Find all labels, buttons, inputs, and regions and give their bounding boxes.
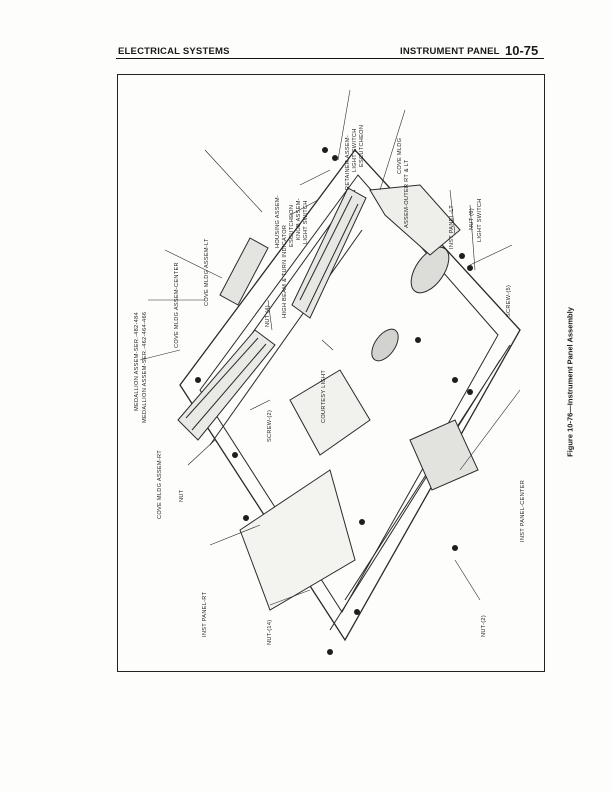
section-title: ELECTRICAL SYSTEMS <box>118 46 230 57</box>
label-light-switch-a: LIGHT SWITCH <box>303 200 309 244</box>
fastener <box>322 147 328 153</box>
radio-opening <box>409 419 479 491</box>
fastener <box>232 452 238 458</box>
cove-molding-center <box>219 237 269 306</box>
label-nut-6: NUT (6) <box>469 208 475 230</box>
figure-caption: Figure 10-76—Instrument Panel Assembly <box>565 307 575 457</box>
cove-molding-lt-detail <box>299 195 359 313</box>
cove-molding-rt <box>177 329 276 441</box>
fastener <box>459 253 465 259</box>
subsection-title: INSTRUMENT PANEL <box>400 46 500 57</box>
label-light-switch-c: LIGHT SWITCH <box>477 198 483 242</box>
label-screw-2: SCREW-(2) <box>267 409 273 442</box>
header-rule <box>116 58 544 59</box>
label-cove-rt: COVE MLDG ASSEM-RT <box>157 449 163 519</box>
label-medallion-1: MEDALLION ASSEM-SER.-482-484 <box>134 312 140 411</box>
label-retainer: RETAINER ASSEM- <box>345 134 351 190</box>
fastener <box>354 609 360 615</box>
clock-housing <box>371 328 399 362</box>
glovebox-opening <box>289 369 371 456</box>
cove-molding-rt-detail <box>185 337 267 431</box>
label-nut: NUT <box>179 489 185 502</box>
inst-panel-rt-bracket <box>239 469 356 611</box>
label-inst-panel-lt: INST PANEL-LT <box>449 205 455 249</box>
fastener <box>467 265 473 271</box>
label-escutcheon-b: ESCUTCHEON <box>359 124 365 167</box>
outer-cove-rt-lt <box>369 184 461 256</box>
fastener <box>195 377 201 383</box>
label-nut-14: NUT-(14) <box>267 619 273 645</box>
label-cove-center: COVE MLDG ASSEM-CENTER <box>174 262 180 348</box>
cove-molding-lt <box>291 187 367 319</box>
fastener <box>452 545 458 551</box>
label-knob: KNOB ASSEM- <box>296 198 302 240</box>
fastener <box>327 649 333 655</box>
label-nut-4a: NUT (4) <box>265 305 271 327</box>
label-cove-lt: COVE MLDG ASSEM-LT <box>204 238 210 306</box>
label-nut-2: NUT-(2) <box>481 615 487 637</box>
fastener <box>467 389 473 395</box>
fastener <box>332 155 338 161</box>
label-screw-5: SCREW-(5) <box>506 284 512 317</box>
label-inst-panel-center: INST PANEL-CENTER <box>520 479 526 542</box>
figure-frame <box>117 74 545 672</box>
label-housing: HOUSING ASSEM- <box>275 195 281 248</box>
label-escutcheon: ESCUTCHEON <box>289 204 295 247</box>
fastener <box>452 377 458 383</box>
label-light-switch-b: LIGHT SWITCH <box>352 128 358 172</box>
label-inst-panel-rt: INST PANEL-RT <box>202 591 208 637</box>
label-high-beam: HIGH BEAM & TURN INDICATOR <box>282 224 288 318</box>
label-cove-outer-1: COVE MLDG <box>397 137 403 174</box>
leader-lines <box>139 89 521 606</box>
label-medallion-2: MEDALLION ASSEM-SER.-462-464-466 <box>142 311 148 423</box>
label-courtesy-light: COURTESY LIGHT <box>321 369 327 423</box>
page-number: 10-75 <box>505 43 539 58</box>
label-cove-outer-2: ASSEM-OUTER RT & LT <box>404 159 410 228</box>
fastener <box>415 337 421 343</box>
gauge-cluster <box>410 246 450 294</box>
fastener <box>243 515 249 521</box>
fastener <box>359 519 365 525</box>
panel-frame-rail <box>189 189 511 631</box>
